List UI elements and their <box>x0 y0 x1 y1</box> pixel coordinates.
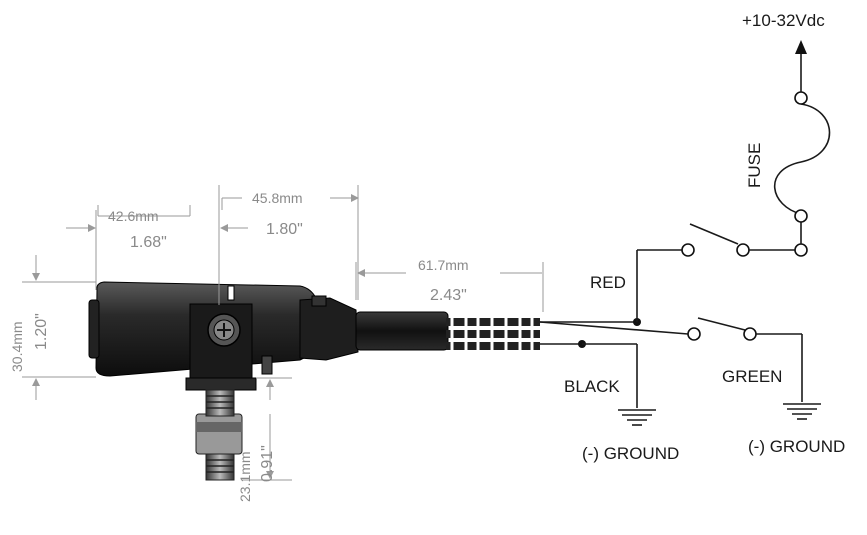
switch-bottom-contact-a <box>687 327 701 341</box>
dim-height-in: 1.20" <box>33 313 50 350</box>
switch-top-contact-b <box>736 243 750 257</box>
switch-bottom-contact-b <box>743 327 757 341</box>
dim-height: 30.4mm 1.20" <box>9 313 50 372</box>
dim-cable-boot-mm: 61.7mm <box>418 257 469 273</box>
dimension-lines <box>22 185 544 481</box>
dim-cable-boot-in: 2.43" <box>430 287 467 304</box>
red-wire-label: RED <box>590 273 626 292</box>
dim-body-length-in: 1.68" <box>130 234 167 251</box>
dim-height-mm: 30.4mm <box>9 321 25 372</box>
dim-cable-boot: 61.7mm 2.43" <box>418 257 469 304</box>
dim-mount-offset-mm: 45.8mm <box>252 190 303 206</box>
supply-arrow-icon <box>795 40 807 54</box>
green-wire-label: GREEN <box>722 367 782 386</box>
ground-left-icon <box>618 409 656 426</box>
dim-body-length-mm: 42.6mm <box>108 208 159 224</box>
dim-stud-in: 0.91" <box>259 445 276 482</box>
sensor-body <box>88 281 540 481</box>
switch-bottom-blade <box>697 317 746 331</box>
dim-stud: 23.1mm 0.91" <box>237 445 276 502</box>
ground-right-icon <box>783 403 821 420</box>
fuse-label: FUSE <box>745 143 764 188</box>
supply-label: +10-32Vdc <box>742 11 825 30</box>
green-wire <box>539 321 689 335</box>
ground-right-label: (-) GROUND <box>748 437 845 456</box>
switch-top-blade <box>689 223 739 245</box>
threaded-stud <box>205 389 235 481</box>
dim-mount-offset: 45.8mm 1.80" <box>252 190 303 238</box>
fuse-icon <box>773 103 831 215</box>
wire-bundle <box>446 316 540 352</box>
dim-mount-offset-in: 1.80" <box>266 221 303 238</box>
mounting-nut <box>195 413 243 455</box>
dim-stud-mm: 23.1mm <box>237 451 253 502</box>
black-wire-label: BLACK <box>564 377 620 396</box>
schematic <box>539 40 831 426</box>
sensor-lens <box>88 299 100 359</box>
ground-left-label: (-) GROUND <box>582 444 679 463</box>
cable-boot <box>355 311 449 351</box>
dim-body-length: 42.6mm 1.68" <box>108 208 167 251</box>
switch-top-contact-a <box>681 243 695 257</box>
